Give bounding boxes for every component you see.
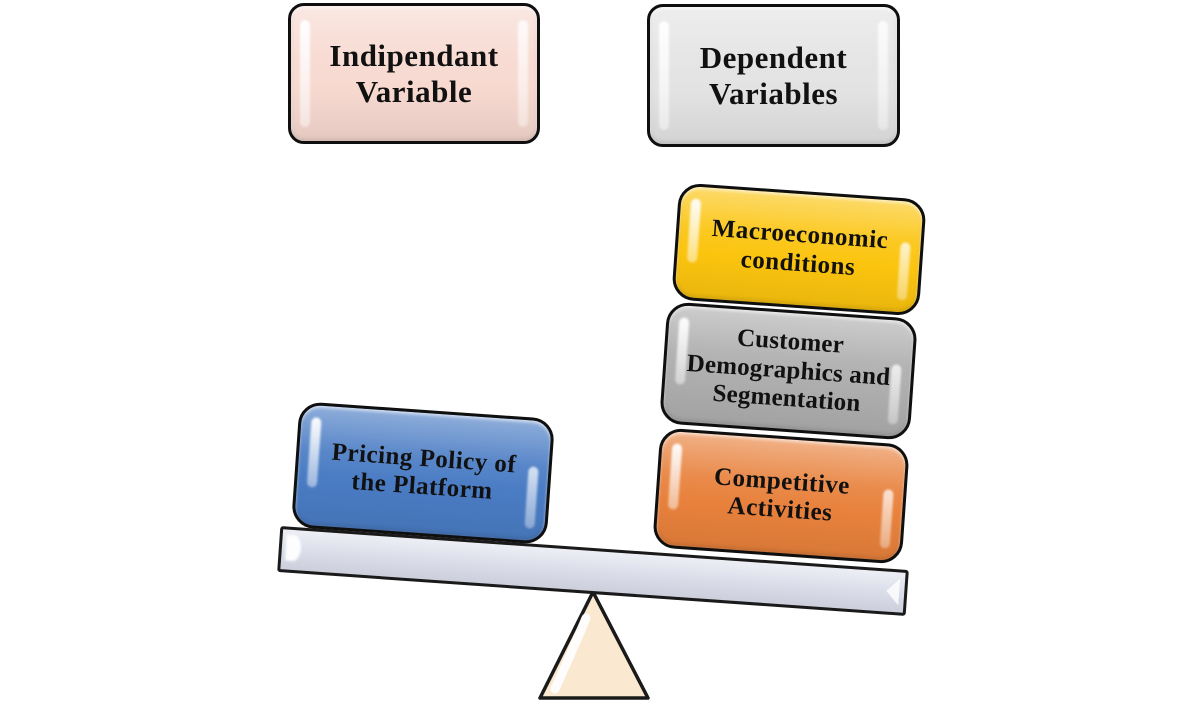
- weight-box-customer-demographics: Customer Demographics and Segmentation: [659, 301, 918, 441]
- legend-box-dependent-variables: Dependent Variables: [647, 4, 900, 147]
- legend-box-independent-label: Indipendant Variable: [329, 37, 499, 109]
- gloss-highlight-left-icon: [300, 20, 310, 127]
- weight-box-macroeconomic-conditions: Macroeconomic conditions: [671, 182, 927, 317]
- gloss-highlight-left-icon: [667, 443, 683, 510]
- gloss-highlight-right-icon: [518, 20, 528, 127]
- legend-box-independent-variable: Indipendant Variable: [288, 3, 540, 144]
- weight-box-competitive-activities-label: Competitive Activities: [713, 462, 851, 527]
- weight-box-customer-demographics-label: Customer Demographics and Segmentation: [685, 324, 892, 418]
- gloss-highlight-right-icon: [896, 242, 911, 301]
- weight-box-competitive-activities: Competitive Activities: [652, 427, 910, 565]
- gloss-highlight-right-icon: [524, 465, 539, 529]
- gloss-highlight-left-icon: [686, 198, 702, 264]
- beam-gloss-right-icon: [885, 578, 900, 606]
- beam-gloss-left-icon: [284, 534, 302, 562]
- gloss-highlight-left-icon: [306, 417, 322, 488]
- weight-box-pricing-policy-label: Pricing Policy of the Platform: [330, 438, 518, 505]
- gloss-highlight-left-icon: [659, 21, 669, 130]
- gloss-highlight-right-icon: [878, 21, 888, 130]
- gloss-highlight-right-icon: [879, 488, 894, 549]
- weight-box-pricing-policy: Pricing Policy of the Platform: [290, 401, 556, 545]
- fulcrum-gloss-highlight-icon: [550, 613, 591, 694]
- weight-box-macroeconomic-label: Macroeconomic conditions: [710, 214, 890, 281]
- legend-box-dependent-label: Dependent Variables: [699, 39, 848, 111]
